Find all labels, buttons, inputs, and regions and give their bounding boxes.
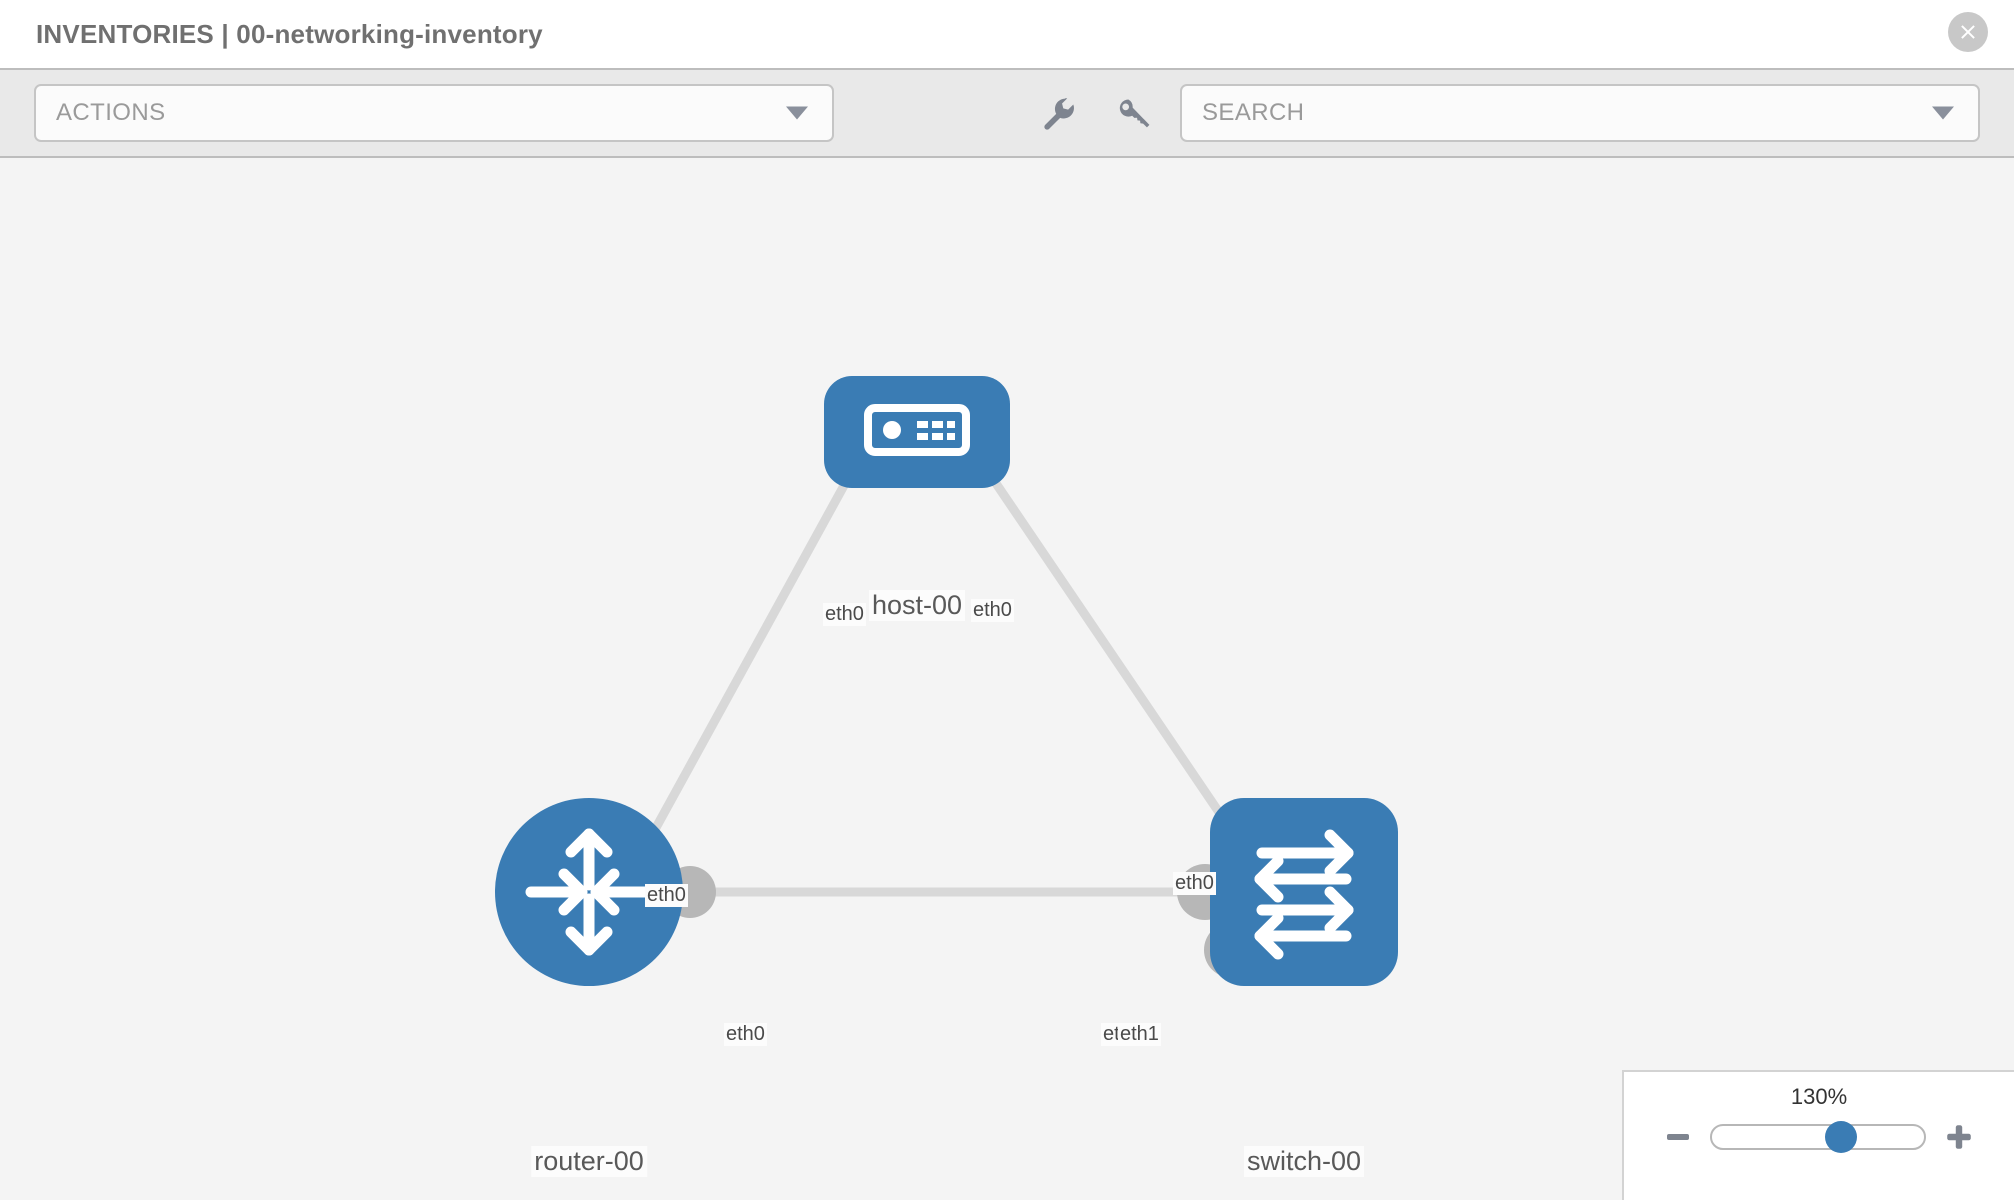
iface-label-router00-eth0-right: eth0 bbox=[724, 1023, 767, 1046]
node-host-00[interactable] bbox=[824, 376, 1010, 488]
close-button[interactable] bbox=[1948, 12, 1988, 52]
plus-icon[interactable] bbox=[1944, 1122, 1974, 1152]
wrench-icon[interactable] bbox=[1040, 95, 1076, 131]
search-input[interactable] bbox=[1202, 99, 1902, 127]
zoom-control-panel: 130% bbox=[1622, 1070, 2014, 1200]
close-icon bbox=[1961, 25, 1975, 39]
link-host00-router00[interactable] bbox=[626, 417, 884, 878]
toolbar-icon-group bbox=[1040, 95, 1152, 131]
node-router-00[interactable] bbox=[495, 798, 683, 986]
search-field[interactable] bbox=[1180, 84, 1980, 142]
search-chevron-down-icon[interactable] bbox=[1932, 106, 1954, 120]
iface-label-host00-eth0-left: eth0 bbox=[823, 603, 866, 626]
link-group bbox=[626, 417, 1260, 897]
zoom-slider-row bbox=[1624, 1121, 2014, 1153]
topology-graph bbox=[495, 376, 1398, 986]
chevron-down-icon bbox=[786, 106, 808, 120]
iface-label-switch00-eth0-up: eth0 bbox=[1173, 872, 1216, 895]
node-label-router-00: router-00 bbox=[531, 1146, 647, 1177]
iface-label-router00-eth0-up: eth0 bbox=[645, 884, 688, 907]
link-host00-switch00[interactable] bbox=[949, 417, 1254, 861]
page-header: INVENTORIES | 00-networking-inventory bbox=[0, 0, 2014, 68]
actions-dropdown[interactable]: ACTIONS bbox=[34, 84, 834, 142]
router-arrows-icon bbox=[525, 828, 653, 956]
node-label-host-00: host-00 bbox=[868, 590, 966, 621]
topology-canvas[interactable]: eth0 eth0 eth0 eth0 eth0 eth0 eth1 host-… bbox=[0, 158, 2014, 1200]
zoom-level-value: 130% bbox=[1790, 1084, 1848, 1109]
node-switch-00[interactable] bbox=[1210, 798, 1398, 986]
actions-dropdown-label: ACTIONS bbox=[56, 99, 166, 126]
node-label-switch-00: switch-00 bbox=[1243, 1146, 1365, 1177]
toolbar: ACTIONS bbox=[0, 68, 2014, 158]
minus-icon[interactable] bbox=[1664, 1123, 1692, 1151]
zoom-slider-thumb[interactable] bbox=[1825, 1121, 1858, 1153]
switch-arrows-icon bbox=[1254, 829, 1354, 960]
iface-label-host00-eth0-right: eth0 bbox=[971, 599, 1014, 622]
key-icon[interactable] bbox=[1116, 95, 1152, 131]
page-title: INVENTORIES | 00-networking-inventory bbox=[36, 18, 543, 49]
server-icon bbox=[864, 404, 970, 456]
iface-label-switch00-eth1: eth1 bbox=[1118, 1023, 1161, 1046]
zoom-slider[interactable] bbox=[1710, 1121, 1926, 1153]
